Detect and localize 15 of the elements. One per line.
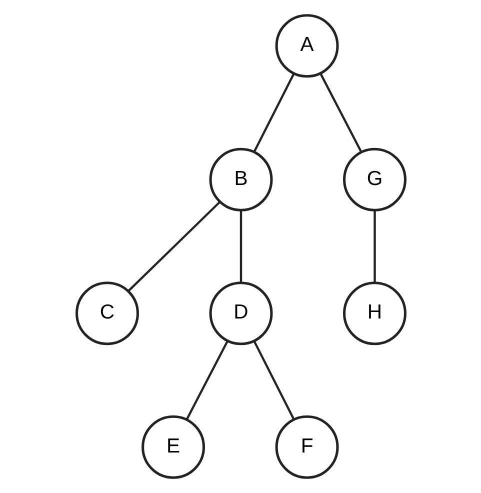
node-circle: D xyxy=(208,282,272,346)
node-circle: G xyxy=(342,148,406,212)
connector xyxy=(126,201,220,292)
node-circle: F xyxy=(274,415,338,479)
connector xyxy=(318,72,362,153)
connector xyxy=(373,210,376,283)
node-circle: E xyxy=(141,415,205,479)
connector xyxy=(252,73,294,153)
node-circle: B xyxy=(208,148,272,212)
node-circle: H xyxy=(342,282,406,346)
connector xyxy=(185,340,228,420)
connector xyxy=(252,340,294,420)
node-circle: A xyxy=(274,14,338,78)
connector xyxy=(239,210,242,283)
node-circle: C xyxy=(75,282,138,346)
